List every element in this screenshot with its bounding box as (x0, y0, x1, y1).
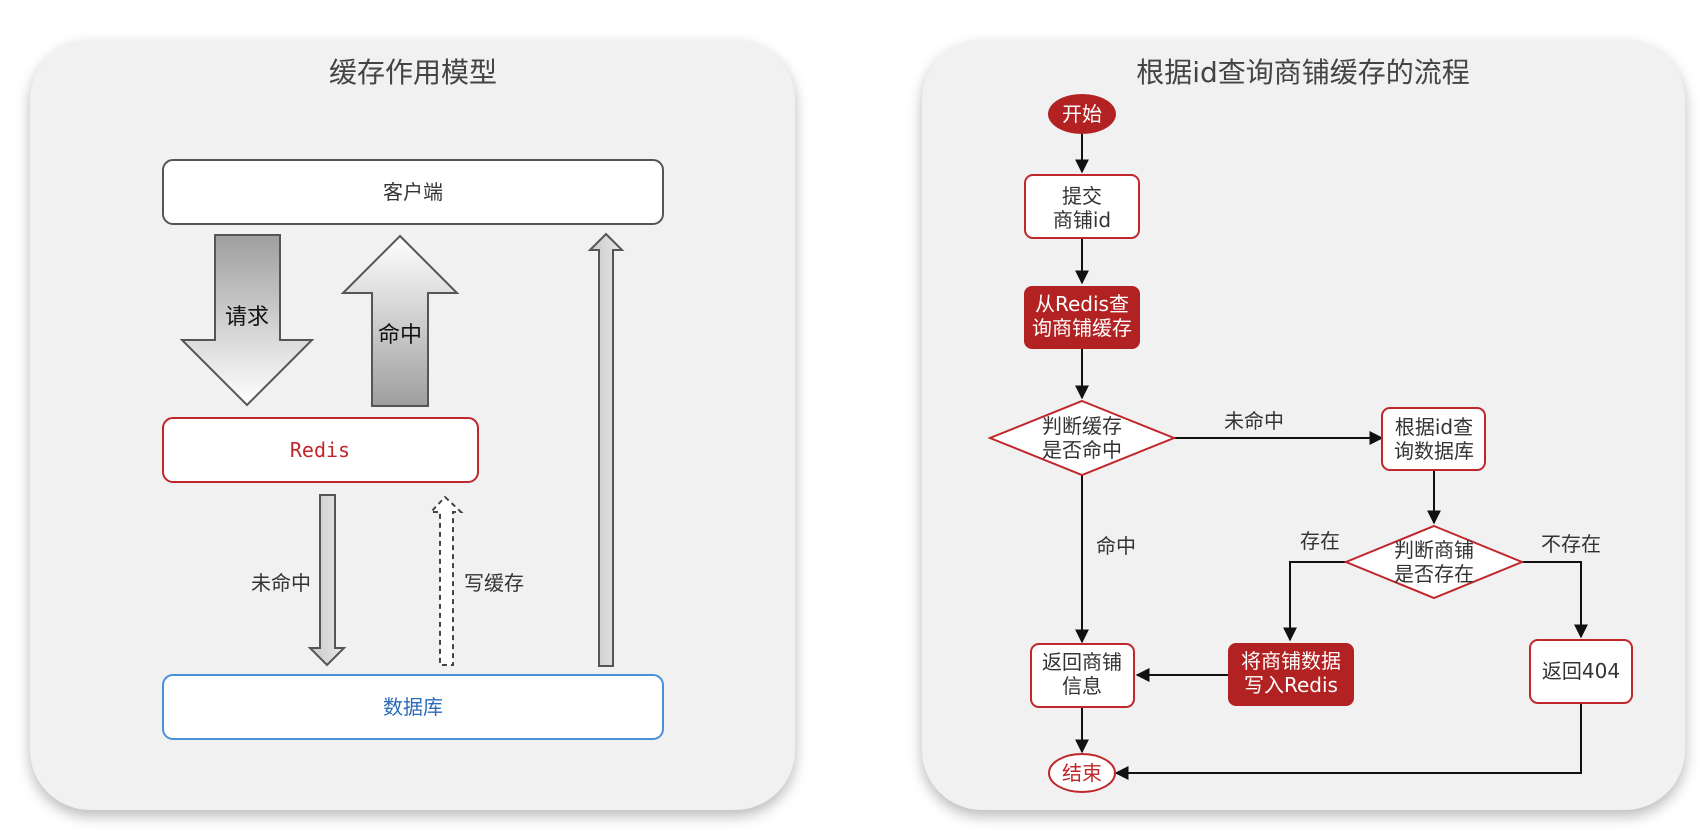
end-label: 结束 (1062, 761, 1102, 785)
right-panel-title: 根据id查询商铺缓存的流程 (1136, 56, 1470, 89)
write-redis-label-2: 写入Redis (1244, 673, 1338, 697)
write-redis-label-1: 将商铺数据 (1241, 649, 1341, 673)
redis-box (162, 417, 479, 483)
database-box (162, 674, 664, 740)
write-cache-arrow (428, 495, 464, 666)
check-cache-label-1: 判断缓存 (1042, 414, 1122, 438)
hit-label: 命中 (378, 323, 422, 348)
write-cache-label: 写缓存 (464, 571, 524, 595)
return-404-label: 返回404 (1542, 659, 1620, 683)
request-arrow (179, 234, 315, 407)
miss-arrow (307, 494, 347, 667)
database-label: 数据库 (383, 695, 443, 719)
query-db-node (1381, 407, 1486, 471)
submit-label-2: 商铺id (1053, 208, 1111, 232)
end-node (1048, 753, 1116, 793)
return-info-label-2: 信息 (1062, 674, 1102, 698)
not-exists-edge-label: 不存在 (1541, 532, 1601, 556)
exists-edge-label: 存在 (1300, 529, 1340, 553)
edge-notexists-404 (1522, 561, 1588, 639)
left-panel-title: 缓存作用模型 (329, 56, 497, 89)
query-redis-node (1024, 286, 1140, 349)
hit-edge-label: 命中 (1096, 534, 1136, 558)
submit-node (1024, 174, 1140, 239)
return-info-label-1: 返回商铺 (1042, 650, 1122, 674)
query-redis-label-2: 询商铺缓存 (1032, 316, 1132, 340)
edge-404-end (1114, 703, 1582, 780)
edge-exists-write (1283, 561, 1346, 642)
miss-label: 未命中 (251, 571, 311, 595)
query-db-label-2: 询数据库 (1394, 439, 1474, 463)
client-label: 客户端 (383, 180, 443, 204)
query-db-label-1: 根据id查 (1395, 415, 1473, 439)
submit-label-1: 提交 (1062, 184, 1102, 208)
check-shop-label-1: 判断商铺 (1394, 538, 1474, 562)
start-label: 开始 (1062, 102, 1102, 126)
write-redis-node (1228, 643, 1354, 706)
hit-arrow (340, 234, 460, 407)
check-shop-node (1343, 524, 1525, 600)
query-redis-label-1: 从Redis查 (1035, 292, 1129, 316)
redis-label: Redis (290, 438, 350, 462)
miss-edge-label: 未命中 (1224, 409, 1284, 433)
client-box (162, 159, 664, 225)
return-info-node (1030, 643, 1135, 708)
check-cache-node (987, 399, 1177, 477)
request-label: 请求 (225, 305, 269, 330)
db-to-client-arrow (587, 232, 625, 667)
start-node (1048, 94, 1116, 134)
check-shop-label-2: 是否存在 (1394, 562, 1474, 586)
return-404-node (1529, 639, 1633, 704)
check-cache-label-2: 是否命中 (1042, 438, 1122, 462)
